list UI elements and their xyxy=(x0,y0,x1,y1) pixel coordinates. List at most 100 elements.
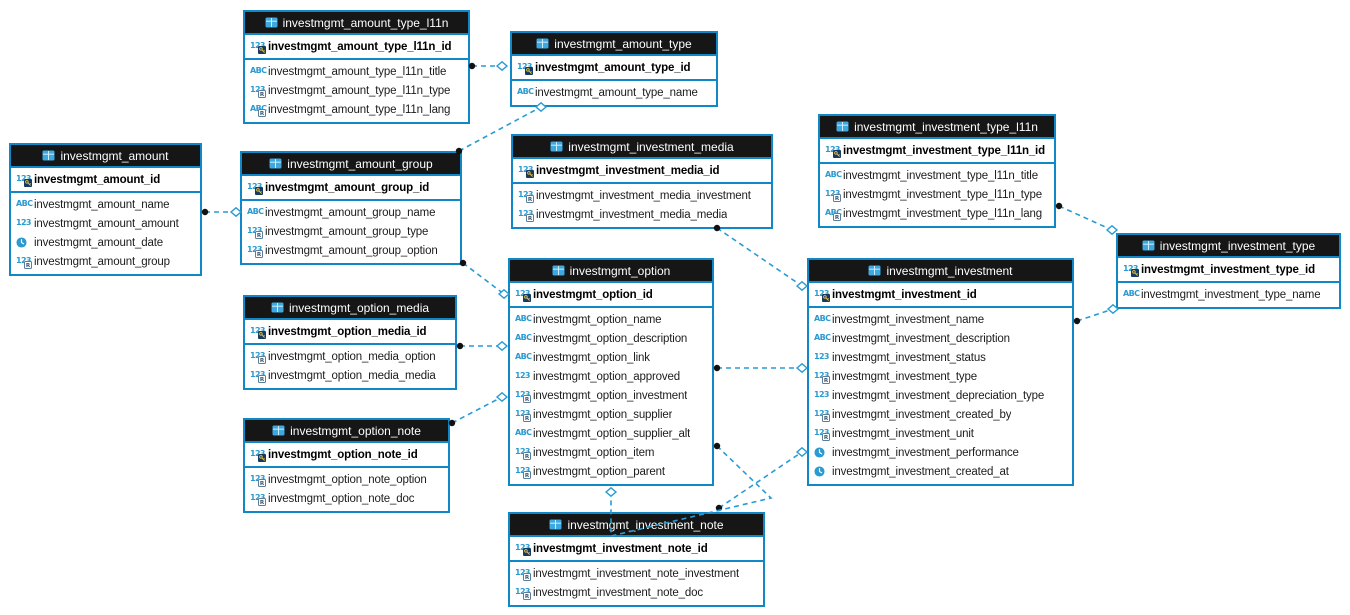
relationship-investmgmt_investment-to-investmgmt_investment_type[interactable] xyxy=(1073,303,1120,325)
relationship-investmgmt_amount-to-investmgmt_amount_group[interactable] xyxy=(201,206,243,218)
relationship-investmgmt_amount_group-to-investmgmt_option[interactable] xyxy=(459,259,511,300)
table-header[interactable]: investmgmt_amount_group xyxy=(242,153,460,176)
relationship-dot-endpoint xyxy=(456,342,464,350)
table-header[interactable]: investmgmt_option xyxy=(510,260,712,283)
column-investmgmt_investment_created_at[interactable]: investmgmt_investment_created_at xyxy=(809,462,1072,481)
table-title: investmgmt_investment_note xyxy=(567,517,724,532)
column-name: investmgmt_option_investment xyxy=(533,389,688,402)
table-header[interactable]: investmgmt_amount_type_l11n xyxy=(245,12,468,35)
table-header[interactable]: investmgmt_option_media xyxy=(245,297,455,320)
relationship-investmgmt_option-to-investmgmt_investment[interactable] xyxy=(713,362,809,374)
relationship-investmgmt_option_note-to-investmgmt_option[interactable] xyxy=(448,391,509,427)
relationship-investmgmt_investment_note-to-investmgmt_investment[interactable] xyxy=(715,446,809,512)
table-icon xyxy=(269,158,282,169)
relationship-investmgmt_investment_media-to-investmgmt_investment[interactable] xyxy=(713,224,809,292)
relationship-investmgmt_option_media-to-investmgmt_option[interactable] xyxy=(456,340,509,352)
table-header[interactable]: investmgmt_investment_note xyxy=(510,514,763,537)
table-title: investmgmt_option_media xyxy=(288,300,430,315)
column-name: investmgmt_investment_media_media xyxy=(536,208,728,221)
table-header[interactable]: investmgmt_investment_type_l11n xyxy=(820,116,1054,139)
table-header[interactable]: investmgmt_investment xyxy=(809,260,1072,283)
column-investmgmt_investment_performance[interactable]: investmgmt_investment_performance xyxy=(809,443,1072,462)
foreign-key-badge: R xyxy=(255,230,263,239)
table-header[interactable]: investmgmt_investment_type xyxy=(1118,235,1339,258)
column-name: investmgmt_investment_note_id xyxy=(533,542,708,555)
table-header[interactable]: investmgmt_amount xyxy=(11,145,200,168)
table-title: investmgmt_amount_group xyxy=(287,156,433,171)
table-header[interactable]: investmgmt_option_note xyxy=(245,420,448,443)
table-header[interactable]: investmgmt_amount_type xyxy=(512,33,716,56)
column-investmgmt_amount_date[interactable]: investmgmt_amount_date xyxy=(11,233,200,252)
table-header[interactable]: investmgmt_investment_media xyxy=(513,136,771,159)
relationship-investmgmt_amount_type_l11n-to-investmgmt_amount_type[interactable] xyxy=(468,60,509,72)
text-type-icon: ABC xyxy=(250,65,267,75)
svg-text:R: R xyxy=(260,481,265,487)
relationship-investmgmt_investment_type_l11n-to-investmgmt_investment_type[interactable] xyxy=(1055,202,1119,236)
